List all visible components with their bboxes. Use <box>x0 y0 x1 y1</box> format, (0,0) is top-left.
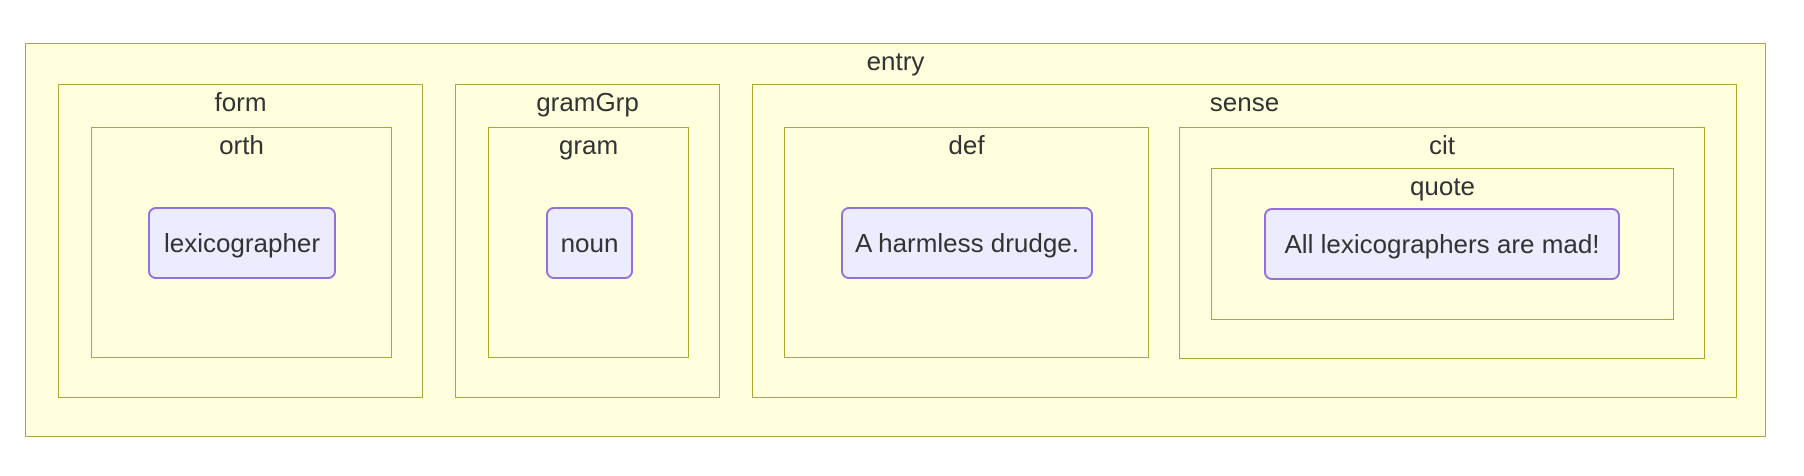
quote-box-label: quote <box>1409 171 1476 201</box>
orth-box-label: orth <box>219 130 264 160</box>
sense-box: sense def A harmless drudge. cit quote A… <box>752 84 1737 398</box>
form-box: form orth lexicographer <box>58 84 423 398</box>
gram-box: gram noun <box>488 127 689 358</box>
gram-value-node: noun <box>546 207 633 279</box>
orth-box: orth lexicographer <box>91 127 392 358</box>
quote-box: quote All lexicographers are mad! <box>1211 168 1674 320</box>
orth-value-node: lexicographer <box>148 207 336 279</box>
cit-box-label: cit <box>1429 130 1455 160</box>
gramgrp-box: gramGrp gram noun <box>455 84 720 398</box>
gramgrp-box-label: gramGrp <box>536 87 639 117</box>
entry-box: entry form orth lexicographer gramGrp gr… <box>25 43 1766 437</box>
sense-box-label: sense <box>1209 87 1280 117</box>
gram-box-label: gram <box>558 130 619 160</box>
quote-value-node: All lexicographers are mad! <box>1264 208 1620 280</box>
def-box-label: def <box>948 130 985 160</box>
def-value-node: A harmless drudge. <box>841 207 1093 279</box>
def-box: def A harmless drudge. <box>784 127 1149 358</box>
form-box-label: form <box>214 87 267 117</box>
cit-box: cit quote All lexicographers are mad! <box>1179 127 1705 359</box>
entry-box-label: entry <box>866 46 925 76</box>
